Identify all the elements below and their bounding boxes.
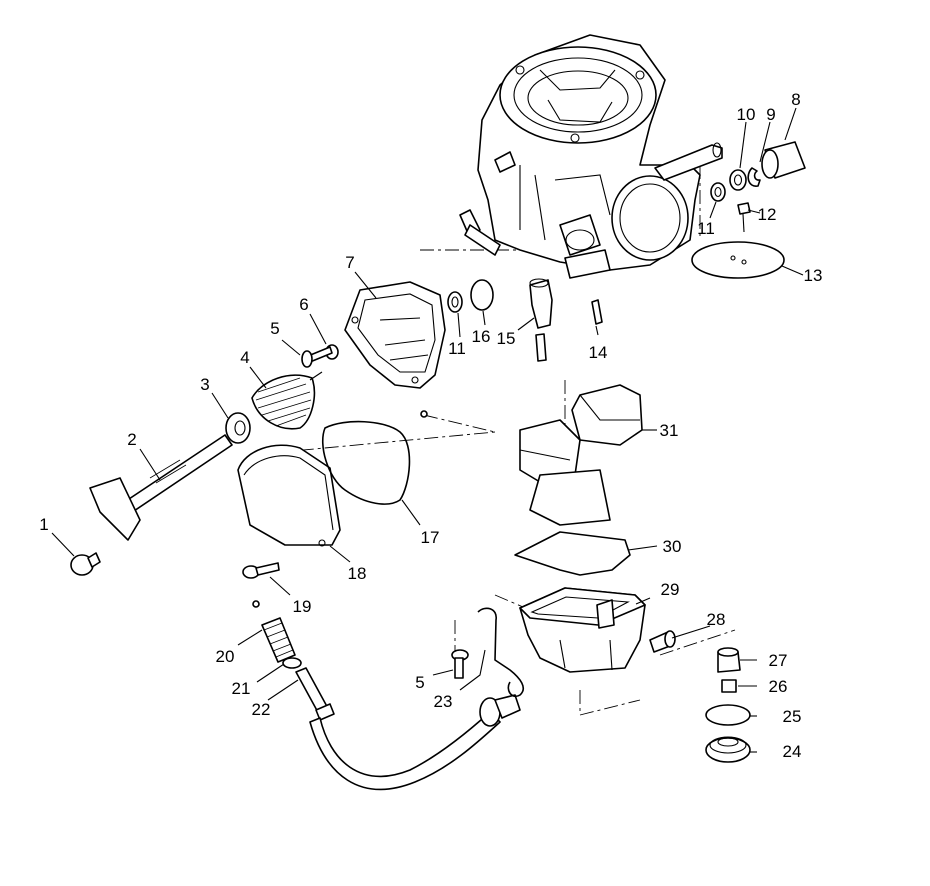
part-2-throttle-shaft: [89, 434, 233, 541]
callout-30: 30: [663, 537, 682, 556]
callout-14: 14: [589, 343, 608, 362]
part-23-vent-tube: [477, 607, 525, 698]
callout-1: 1: [39, 515, 48, 534]
callout-11-left: 11: [448, 339, 466, 358]
part-5-screw-lower: [451, 649, 469, 679]
part-7-cover-housing: [344, 281, 446, 418]
callout-15: 15: [497, 329, 516, 348]
callout-31: 31: [660, 421, 679, 440]
callout-16: 16: [472, 327, 491, 346]
callout-4: 4: [240, 348, 249, 367]
part-29-float-bowl: [519, 587, 646, 673]
part-1-screw: [70, 552, 101, 576]
part-30-bowl-gasket: [514, 531, 631, 576]
part-13-throttle-plate: [691, 241, 785, 279]
callout-7: 7: [345, 253, 354, 272]
part-9-clip: [747, 167, 761, 187]
part-27-jet-holder: [717, 647, 741, 673]
part-11-seal-left: [447, 291, 463, 313]
callout-5: 5: [270, 319, 279, 338]
carburetor-body: [459, 34, 723, 279]
part-16-o-ring: [470, 279, 494, 311]
part-20-spring: [261, 617, 296, 663]
part-14-pilot-screw: [591, 299, 603, 325]
part-19-screw: [242, 562, 280, 579]
callout-23: 23: [434, 692, 453, 711]
part-18-cover: [237, 444, 341, 547]
part-24-bowl-plug: [705, 736, 751, 763]
part-25-o-ring: [705, 704, 751, 726]
callout-26: 26: [769, 677, 788, 696]
callout-5-lower: 5: [415, 673, 424, 692]
callout-3: 3: [200, 375, 209, 394]
part-11-seal-right: [710, 182, 726, 202]
part-5-screw-upper: [301, 346, 333, 368]
part-21-washer: [282, 657, 302, 669]
part-31-float: [519, 384, 643, 526]
callout-labels: 1 2 3 4 5 6 7 8 9 10 11 11 12 13 14 15 1…: [39, 90, 822, 761]
callout-10: 10: [737, 105, 756, 124]
starter-cable-tube: [309, 711, 501, 791]
part-4-spring: [251, 371, 323, 430]
callout-22: 22: [252, 700, 271, 719]
callout-20: 20: [216, 647, 235, 666]
callout-27: 27: [769, 651, 788, 670]
part-17-gasket: [321, 420, 411, 505]
part-26-main-jet: [721, 679, 737, 693]
callout-29: 29: [661, 580, 680, 599]
callout-12: 12: [758, 205, 777, 224]
callout-17: 17: [421, 528, 440, 547]
callout-9: 9: [766, 105, 775, 124]
callout-6: 6: [299, 295, 308, 314]
part-15-needle-jet: [529, 278, 553, 362]
cable-fitting: [479, 694, 521, 727]
callout-28: 28: [707, 610, 726, 629]
part-12-screw: [737, 202, 751, 233]
callout-13: 13: [804, 266, 823, 285]
callout-21: 21: [232, 679, 251, 698]
leader-lines: [51, 107, 804, 753]
callout-19: 19: [293, 597, 312, 616]
part-20-ball: [252, 600, 260, 608]
part-10-washer: [729, 169, 747, 191]
part-8-cap: [761, 141, 806, 179]
callout-8: 8: [791, 90, 800, 109]
callout-11-right: 11: [697, 219, 715, 238]
part-28-drain-plug: [649, 630, 676, 653]
callout-25: 25: [783, 707, 802, 726]
part-3-washer: [225, 412, 251, 444]
part-22-plunger: [295, 667, 335, 721]
callout-24: 24: [783, 742, 802, 761]
callout-2: 2: [127, 430, 136, 449]
callout-18: 18: [348, 564, 367, 583]
